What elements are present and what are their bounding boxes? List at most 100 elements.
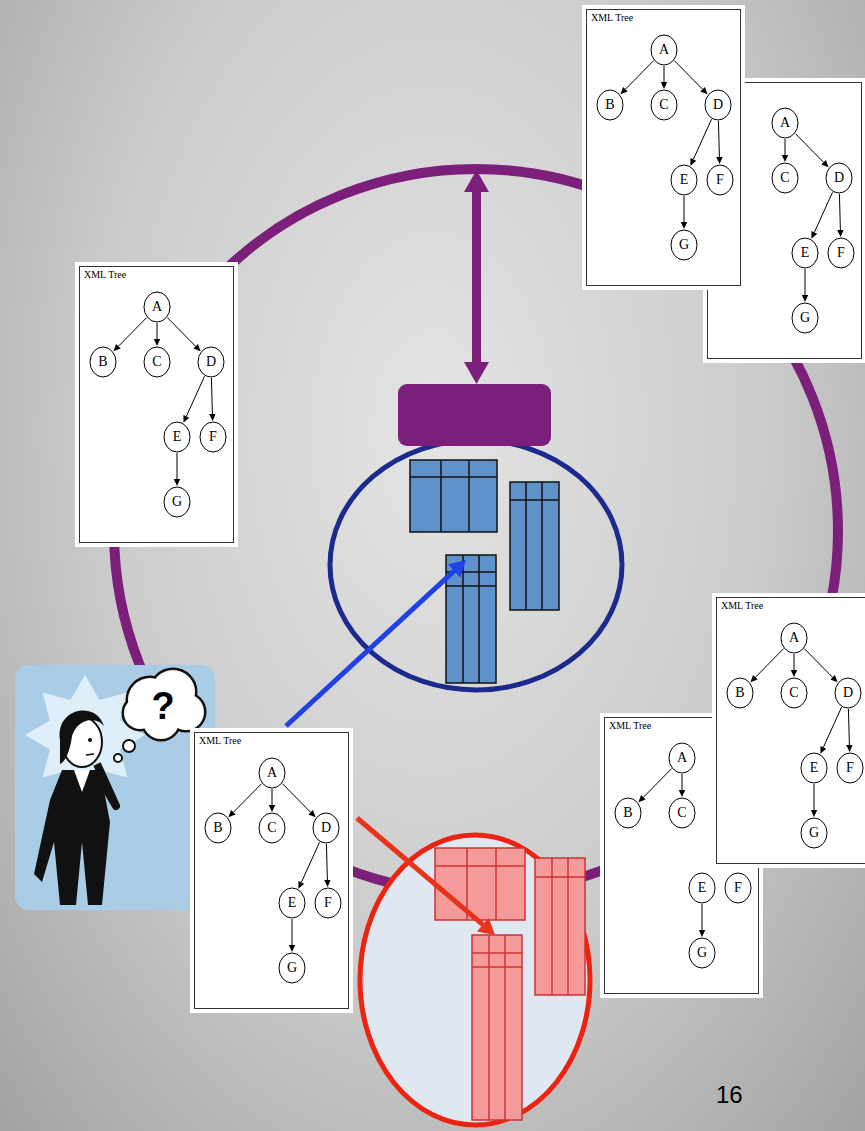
tree-node: C xyxy=(668,797,696,829)
tree-node: D xyxy=(312,812,340,844)
node-letter: G xyxy=(809,825,819,841)
tree-edge xyxy=(661,66,667,89)
node-letter: A xyxy=(677,750,687,766)
node-letter: F xyxy=(209,429,217,445)
node-letter: C xyxy=(267,820,276,836)
tree-node: E xyxy=(163,421,191,453)
tree-node: F xyxy=(836,752,864,784)
tree-edge xyxy=(289,919,295,952)
tree-edge xyxy=(167,318,200,352)
tree-node: A xyxy=(780,622,808,654)
node-letter: C xyxy=(152,354,161,370)
node-letter: B xyxy=(623,805,632,821)
red-circle xyxy=(360,835,590,1125)
node-letter: D xyxy=(206,354,216,370)
tree-edge xyxy=(716,121,722,164)
node-letter: B xyxy=(735,685,744,701)
node-letter: C xyxy=(780,170,789,186)
tree-node: G xyxy=(278,952,306,984)
xml-tree-card: XML TreeABCDEFG xyxy=(712,593,865,868)
node-letter: C xyxy=(677,805,686,821)
node-letter: E xyxy=(680,172,689,188)
tree-edge xyxy=(802,269,808,302)
tree-edge xyxy=(228,784,261,818)
tree-node: D xyxy=(834,677,862,709)
tree-node: E xyxy=(670,164,698,196)
node-letter: B xyxy=(605,97,614,113)
tree-edge xyxy=(820,707,841,754)
tree-edge xyxy=(750,649,783,683)
tree-edge xyxy=(811,192,832,239)
tree-edge xyxy=(113,318,146,352)
red-tables xyxy=(435,848,585,1120)
tree-edge xyxy=(795,134,828,168)
tree-node: D xyxy=(197,346,225,378)
tree-edge xyxy=(269,789,275,812)
node-letter: G xyxy=(697,945,707,961)
node-letter: C xyxy=(659,97,668,113)
tree-edge xyxy=(209,378,215,421)
tree-node: F xyxy=(827,237,855,269)
tree-node: D xyxy=(825,162,853,194)
node-letter: F xyxy=(716,172,724,188)
tree-node: E xyxy=(688,872,716,904)
tree-edge xyxy=(298,842,319,889)
tree-edge xyxy=(681,196,687,229)
node-letter: D xyxy=(843,685,853,701)
blue-arrow xyxy=(286,560,466,726)
node-letter: A xyxy=(152,299,162,315)
tree-node: F xyxy=(724,872,752,904)
node-letter: A xyxy=(659,42,669,58)
tree-edge xyxy=(620,61,653,95)
person-icon xyxy=(15,665,215,910)
card-title: XML Tree xyxy=(721,600,763,612)
xml-tree-card: XML TreeA B C D E F G xyxy=(582,5,745,290)
tree-node: C xyxy=(771,162,799,194)
tree-node: F xyxy=(314,887,342,919)
tree-node: C xyxy=(780,677,808,709)
card-title: XML Tree xyxy=(591,12,633,24)
tree-node: G xyxy=(688,937,716,969)
tree-edge xyxy=(183,376,204,423)
tree-node: E xyxy=(278,887,306,919)
tree-node: A xyxy=(771,107,799,139)
tree-node: F xyxy=(199,421,227,453)
node-letter: E xyxy=(698,880,707,896)
node-letter: D xyxy=(834,170,844,186)
tree-node: B xyxy=(726,677,754,709)
card-title: XML Tree xyxy=(609,720,651,732)
tree-node: B xyxy=(596,89,624,121)
node-letter: E xyxy=(288,895,297,911)
node-letter: C xyxy=(789,685,798,701)
tree-edge xyxy=(699,904,705,937)
tree-node: G xyxy=(163,486,191,518)
tree-node: C xyxy=(650,89,678,121)
tree-node: G xyxy=(800,817,828,849)
node-letter: G xyxy=(287,960,297,976)
tree-edge xyxy=(638,769,671,803)
node-letter: G xyxy=(800,310,810,326)
double-arrow xyxy=(464,170,489,384)
tree-node: E xyxy=(791,237,819,269)
tree-edge xyxy=(324,844,330,887)
blue-circle xyxy=(330,440,622,690)
node-letter: F xyxy=(837,245,845,261)
tree-edge xyxy=(674,61,707,95)
question-mark: ? xyxy=(151,685,174,727)
card-title: XML Tree xyxy=(199,735,241,747)
node-letter: A xyxy=(780,115,790,131)
xml-tree-card: XML TreeABCDEFG xyxy=(75,262,238,547)
tree-edge xyxy=(791,654,797,677)
tree-node: C xyxy=(143,346,171,378)
tree-node: C xyxy=(258,812,286,844)
tree-node: A xyxy=(258,757,286,789)
tree-node: F xyxy=(706,164,734,196)
node-letter: F xyxy=(324,895,332,911)
tree-node: G xyxy=(670,229,698,261)
tree-node: G xyxy=(791,302,819,334)
node-letter: E xyxy=(173,429,182,445)
node-letter: D xyxy=(713,97,723,113)
node-letter: F xyxy=(846,760,854,776)
card-title: XML Tree xyxy=(84,269,126,281)
node-letter: A xyxy=(267,765,277,781)
